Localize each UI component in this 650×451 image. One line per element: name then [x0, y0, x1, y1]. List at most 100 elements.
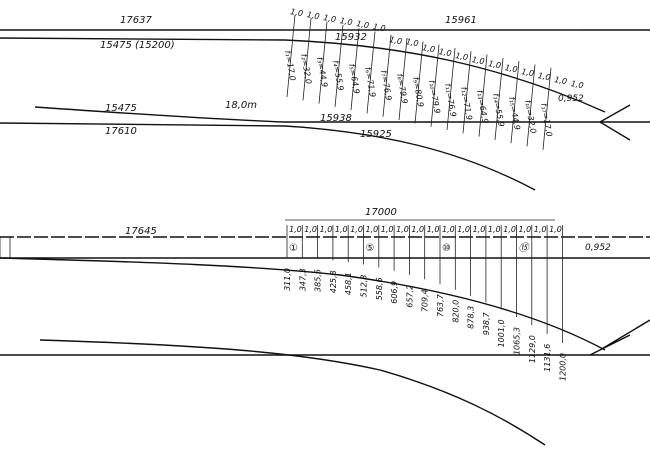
label-top-line: 17637: [120, 15, 152, 26]
spacing-label: 1,0: [504, 63, 518, 74]
spacing-label: 1,0: [473, 225, 486, 234]
ordinate-tick: [494, 57, 504, 140]
offset-label: 558,6: [375, 277, 384, 300]
ordinate-label: f₁₀=79,9: [427, 79, 442, 114]
offset-label: 820,0: [451, 300, 460, 323]
ordinate-tick: [414, 41, 424, 124]
ordinate-label: f₈=79,9: [395, 73, 409, 105]
ordinate-label: f₇=76,9: [379, 70, 393, 102]
spacing-label: 1,0: [320, 225, 333, 234]
label-main-line: 17645: [125, 226, 157, 237]
ordinate-label: f₁₁=76,9: [443, 83, 458, 118]
label-fourth-line: 17610: [105, 126, 137, 137]
spacing-label: 1,0: [339, 16, 353, 27]
ordinate-label: f₁₅=44,9: [507, 96, 522, 131]
label-top-right: 15961: [445, 15, 477, 26]
offset-label: 425,8: [329, 270, 338, 293]
ordinate-tick: [542, 67, 552, 150]
ordinate-tick: [350, 28, 360, 111]
offset-label: 1200,0: [558, 353, 567, 381]
ordinate-tick: [334, 24, 344, 107]
label-third-mid: 15938: [320, 113, 352, 124]
spacing-label: 1,0: [422, 43, 436, 54]
offset-label: 657,2: [405, 285, 414, 308]
offset-label: 709,4: [421, 289, 430, 312]
spacing-label: 1,0: [521, 67, 535, 78]
ordinate-tick: [382, 34, 392, 117]
spacing-label: 1,0: [350, 225, 363, 234]
spacing-label: 1,0: [488, 59, 502, 70]
section-marker: ①: [289, 243, 298, 254]
ordinate-tick: [366, 31, 376, 114]
spacing-label: 1,0: [503, 225, 516, 234]
spacing-label: 1,0: [549, 225, 562, 234]
spacing-label: 1,0: [290, 7, 304, 18]
spacing-label: 1,0: [570, 79, 584, 90]
label-overall: 17000: [365, 207, 397, 218]
spacing-label: 1,0: [457, 225, 470, 234]
lower-switch-lines: [589, 319, 650, 356]
label-third-line: 15475: [105, 103, 137, 114]
spacing-label: 1,0: [427, 225, 440, 234]
line-end-block: [0, 236, 11, 259]
spacing-label: 1,0: [366, 225, 379, 234]
offset-label: 512,3: [360, 275, 369, 298]
offset-label: 1129,0: [528, 335, 537, 363]
ordinate-label: f₂=32,0: [299, 53, 313, 85]
offset-label: 606,9: [390, 281, 399, 304]
section-marker: ⑮: [519, 242, 531, 254]
ordinate-tick: [510, 61, 520, 144]
label-curve-lower: 15925: [360, 129, 392, 140]
ordinate-tick: [526, 64, 536, 147]
diverging-rail-upper: [0, 37, 606, 113]
bottom-curve: [39, 339, 546, 446]
offset-group: 311,0 1,0 347,3 1,0 385,5 1,0 425,8 1,0 458,1 1,0…: [283, 225, 567, 381]
ordinate-label: f₅=64,9: [347, 63, 361, 95]
ordinate-label: f₁₆=32,0: [523, 99, 538, 134]
ordinate-tick: [398, 38, 408, 121]
spacing-label: 1,0: [534, 225, 547, 234]
label-lower-offset: 0,952: [585, 243, 611, 253]
ordinate-tick: [462, 51, 472, 134]
spacing-label: 1,0: [442, 225, 455, 234]
spacing-label: 1,0: [381, 225, 394, 234]
offset-label: 311,0: [283, 268, 292, 291]
offset-label: 938,7: [482, 311, 491, 335]
spacing-label: 1,0: [289, 225, 302, 234]
label-diverging-upper: 15932: [335, 32, 367, 43]
ordinate-label: f₁₂=71,9: [459, 86, 474, 121]
label-length: 18,0m: [225, 100, 257, 111]
ordinate-label: f₃=44,9: [315, 56, 329, 88]
spacing-label: 1,0: [389, 35, 403, 46]
spacing-label: 1,0: [323, 13, 337, 24]
ordinate-label: f₉=80,9: [411, 76, 425, 108]
section-marker: ⑤: [366, 243, 375, 254]
offset-label: 458,1: [344, 272, 353, 295]
spacing-label: 1,0: [554, 75, 568, 86]
ordinate-label: f₄=55,9: [331, 60, 345, 92]
spacing-label: 1,0: [438, 47, 452, 58]
spacing-label: 1,0: [306, 10, 320, 21]
spacing-label: 1,0: [372, 22, 386, 33]
offset-label: 1131,6: [543, 344, 552, 372]
offset-label: 347,3: [298, 268, 307, 291]
ordinate-tick: [478, 54, 488, 137]
spacing-label: 1,0: [519, 225, 532, 234]
ordinate-label: f₆=71,9: [363, 66, 377, 98]
spacing-label: 1,0: [471, 55, 485, 66]
spacing-label: 1,0: [335, 225, 348, 234]
third-rail-line: [34, 106, 650, 123]
ordinate-label: f₁₇=17,0: [539, 103, 554, 138]
label-second-line: 15475 (15200): [100, 40, 175, 51]
spacing-label: 1,0: [488, 225, 501, 234]
spacing-label: 1,0: [396, 225, 409, 234]
label-upper-offset: 0,952: [558, 94, 584, 104]
ordinate-label: f₁=17,0: [283, 50, 297, 82]
ordinate-tick: [286, 14, 296, 98]
ordinate-tick: [430, 44, 440, 127]
offset-label: 385,5: [314, 269, 323, 292]
spacing-label: 1,0: [411, 225, 424, 234]
section-marker: ⑩: [442, 243, 451, 254]
